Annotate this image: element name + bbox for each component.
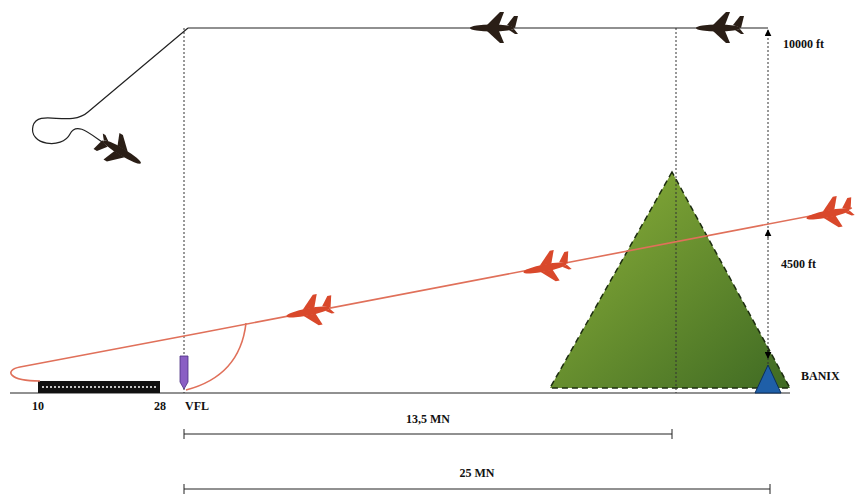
altitude-label: 4500 ft [780, 258, 817, 271]
dimension-line [184, 489, 770, 490]
aircraft [283, 193, 856, 331]
terrain-obstacle [550, 172, 790, 388]
runway [38, 381, 160, 393]
dimension-tick [184, 429, 185, 439]
distance-label: 13,5 MN [405, 413, 451, 426]
base-turn [186, 323, 246, 390]
vfl-marker [180, 356, 188, 389]
approach-track [11, 208, 852, 381]
dimension-tick [770, 484, 771, 494]
reference-line [676, 28, 677, 393]
altitude-label: 10000 ft [782, 38, 825, 51]
descent-track [33, 28, 188, 144]
dimension-line [184, 434, 672, 435]
banix-fix [755, 365, 781, 393]
dimension-tick [672, 429, 673, 439]
runway-centerline [42, 386, 156, 388]
runway-number: 28 [153, 400, 167, 413]
dimension-tick [184, 484, 185, 494]
fix-name: BANIX [800, 370, 841, 383]
runway-number: 10 [31, 400, 45, 413]
fix-name: VFL [184, 400, 210, 413]
reference-line [184, 28, 185, 393]
altitude-arrow [768, 350, 769, 358]
distance-label: 25 MN [459, 467, 496, 480]
altitude-arrow [768, 230, 769, 238]
aircraft [91, 12, 744, 177]
altitude-arrow [768, 30, 769, 390]
